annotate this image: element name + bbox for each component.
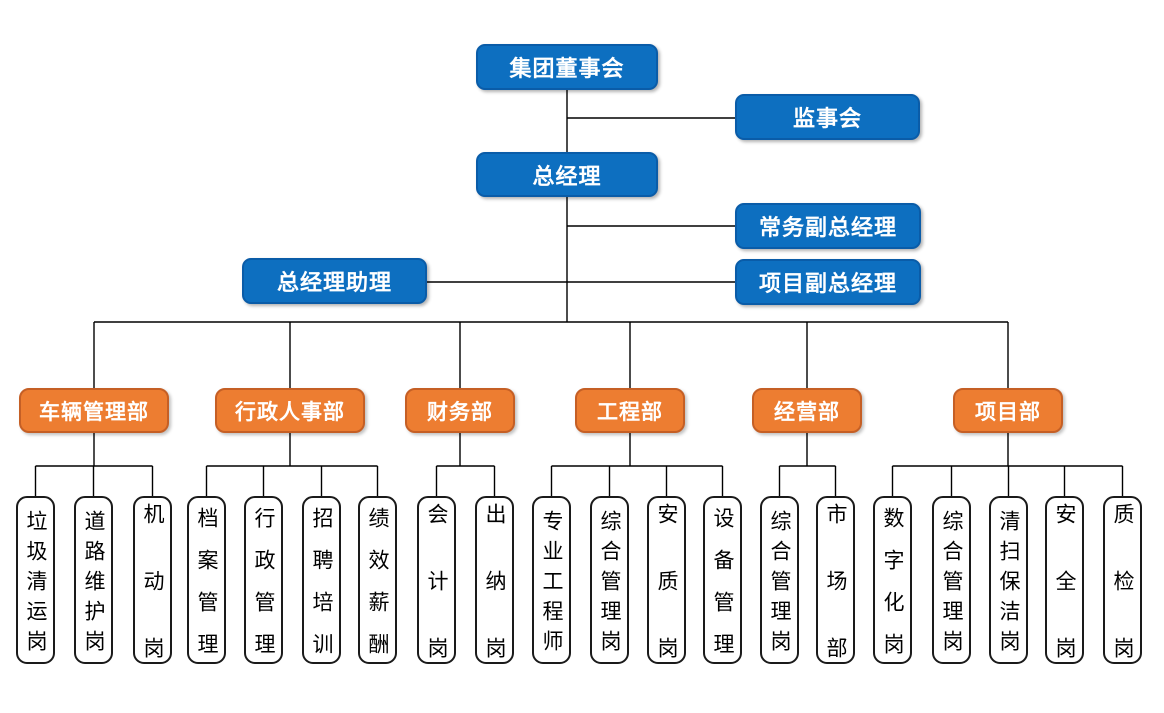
node-dept-vehicle-management: 车辆管理部 — [19, 388, 169, 433]
node-dept-finance: 财务部 — [405, 388, 515, 433]
position-label: 综合管理岗 — [940, 509, 963, 660]
position-box: 机动岗 — [133, 496, 172, 704]
node-label: 经营部 — [774, 400, 840, 424]
node-dept-operations: 经营部 — [752, 388, 862, 433]
position-box: 道路维护岗 — [74, 496, 113, 664]
position-label: 设备管理 — [711, 506, 734, 675]
node-label: 常务副总经理 — [758, 215, 897, 240]
position-box: 设备管理 — [703, 496, 742, 675]
node-label: 监事会 — [792, 106, 862, 131]
position-box: 专业工程师 — [532, 496, 571, 664]
node-label: 集团董事会 — [509, 56, 625, 81]
position-label: 会计岗 — [425, 502, 448, 704]
node-group-board: 集团董事会 — [476, 44, 658, 90]
position-label: 数字化岗 — [881, 506, 904, 675]
position-label: 质检岗 — [1111, 502, 1134, 704]
position-box: 安全岗 — [1045, 496, 1084, 704]
node-label: 工程部 — [597, 400, 663, 424]
node-label: 行政人事部 — [235, 400, 345, 424]
position-label: 绩效薪酬 — [366, 506, 389, 675]
position-label: 机动岗 — [141, 502, 164, 704]
position-box: 综合管理岗 — [932, 496, 971, 664]
position-box: 垃圾清运岗 — [16, 496, 55, 664]
position-label: 行政管理 — [252, 506, 275, 675]
position-box: 绩效薪酬 — [358, 496, 397, 675]
position-label: 出纳岗 — [483, 502, 506, 704]
position-box: 市场部 — [816, 496, 855, 704]
position-box: 出纳岗 — [475, 496, 514, 704]
node-label: 总经理 — [532, 163, 602, 189]
node-general-manager: 总经理 — [476, 152, 658, 197]
position-box: 综合管理岗 — [590, 496, 629, 664]
node-label: 车辆管理部 — [39, 400, 149, 424]
position-box: 行政管理 — [244, 496, 283, 675]
position-box: 质检岗 — [1103, 496, 1142, 704]
position-label: 清扫保洁岗 — [997, 509, 1020, 660]
position-box: 会计岗 — [417, 496, 456, 704]
node-label: 财务部 — [427, 400, 493, 424]
node-gm-assistant: 总经理助理 — [242, 258, 427, 304]
position-box: 清扫保洁岗 — [989, 496, 1028, 664]
position-label: 安质岗 — [655, 502, 678, 704]
node-executive-deputy-gm: 常务副总经理 — [735, 203, 921, 249]
position-box: 招聘培训 — [302, 496, 341, 675]
node-supervisory-board: 监事会 — [735, 94, 920, 140]
node-label: 项目副总经理 — [758, 271, 897, 296]
position-label: 市场部 — [824, 502, 847, 704]
node-label: 项目部 — [975, 400, 1041, 424]
node-dept-admin-hr: 行政人事部 — [215, 388, 365, 433]
node-project-deputy-gm: 项目副总经理 — [735, 259, 921, 305]
position-box: 安质岗 — [647, 496, 686, 704]
position-label: 档案管理 — [195, 506, 218, 675]
position-box: 综合管理岗 — [760, 496, 799, 664]
position-label: 道路维护岗 — [82, 509, 105, 660]
node-dept-project: 项目部 — [953, 388, 1063, 433]
node-label: 总经理助理 — [276, 270, 392, 295]
position-label: 垃圾清运岗 — [24, 509, 47, 660]
position-label: 综合管理岗 — [768, 509, 791, 660]
position-box: 档案管理 — [187, 496, 226, 675]
position-label: 招聘培训 — [310, 506, 333, 675]
position-label: 安全岗 — [1053, 502, 1076, 704]
position-box: 数字化岗 — [873, 496, 912, 675]
node-dept-engineering: 工程部 — [575, 388, 685, 433]
position-label: 综合管理岗 — [598, 509, 621, 660]
position-label: 专业工程师 — [540, 509, 563, 660]
